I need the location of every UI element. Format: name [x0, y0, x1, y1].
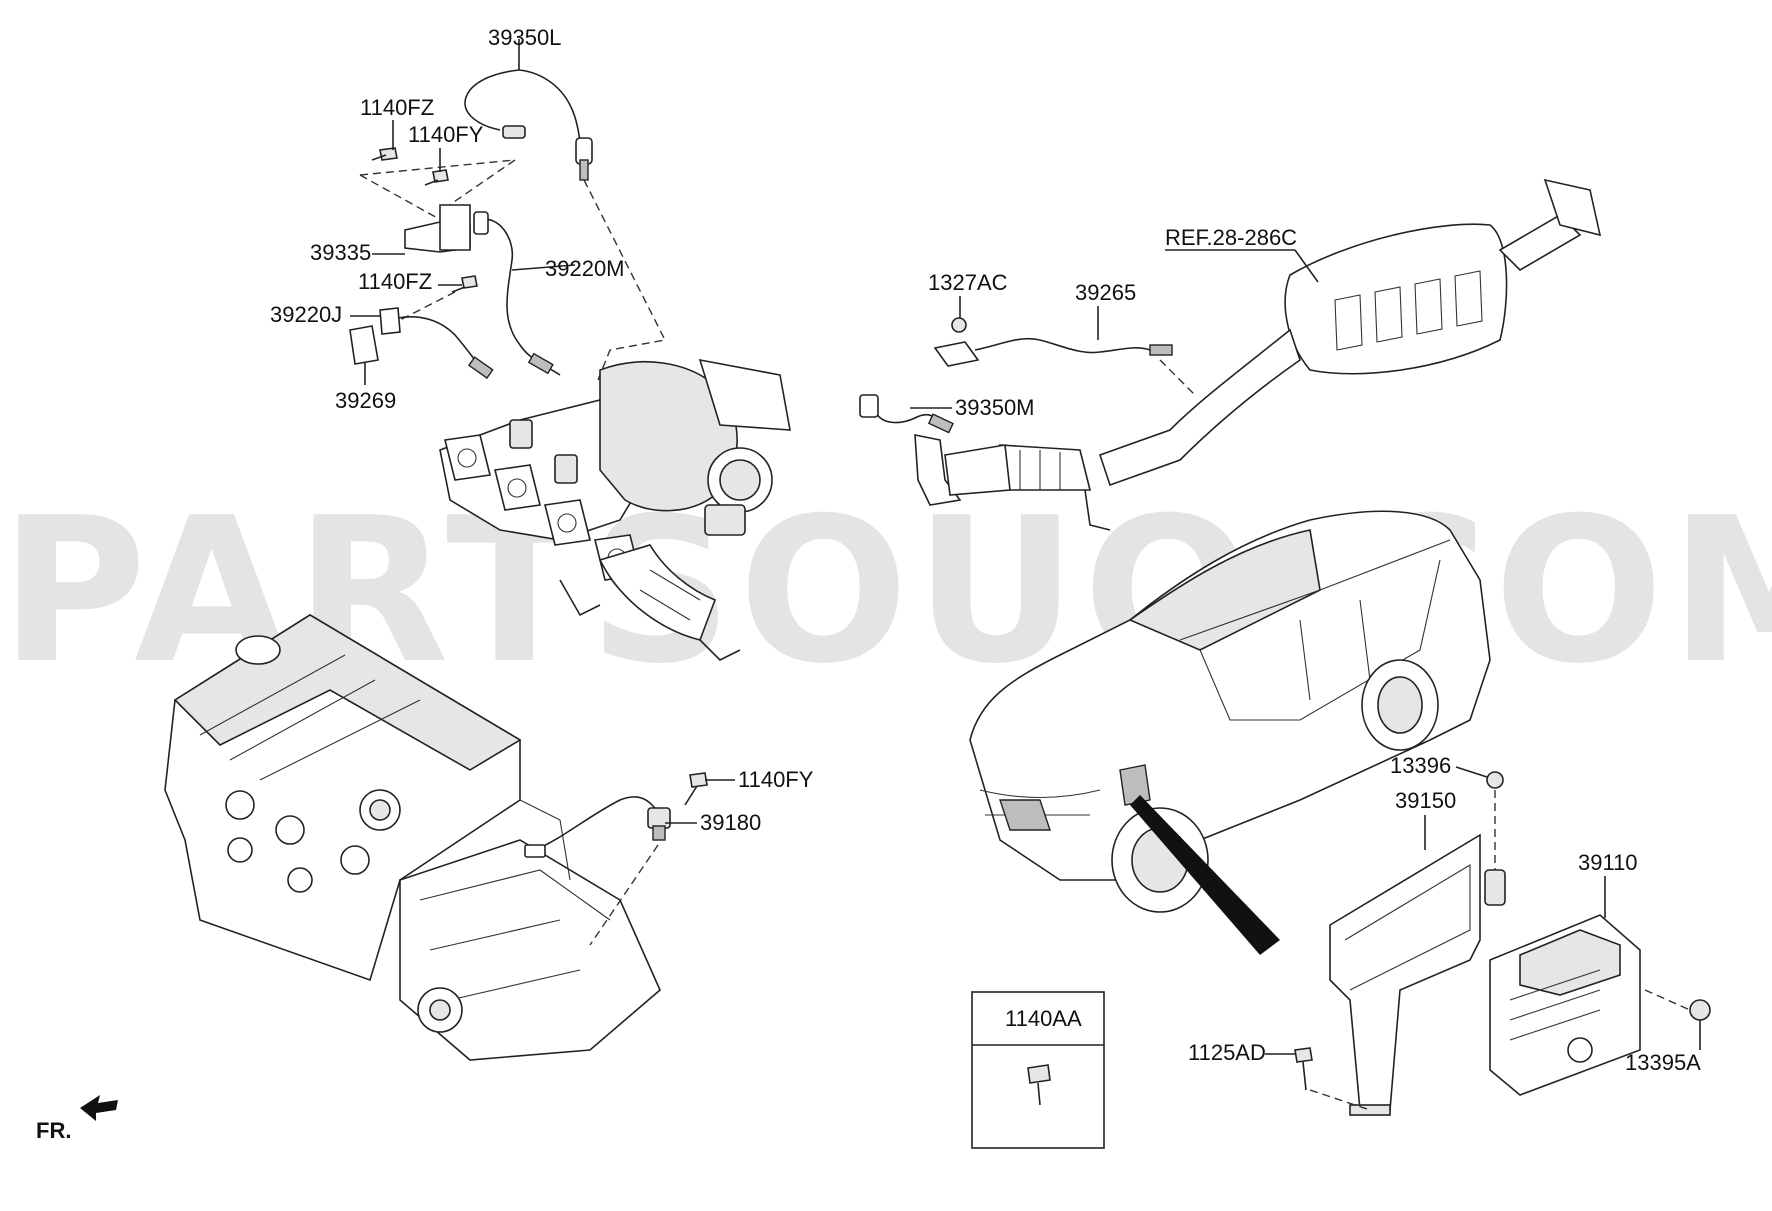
engine-block [164, 614, 661, 1061]
callout-39110: 39110 [1578, 850, 1638, 875]
car-illustration [969, 510, 1491, 955]
callout-1140FY-top: 1140FY [408, 122, 484, 147]
callout-39150: 39150 [1395, 788, 1456, 813]
turbocharger-manifold [439, 358, 791, 661]
callout-13396: 13396 [1390, 753, 1451, 778]
callout-1140FY-low: 1140FY [738, 767, 814, 792]
direction-label: FR. [36, 1118, 71, 1143]
legend-part-number: 1140AA [1005, 1006, 1082, 1031]
callout-REF: REF.28-286C [1165, 225, 1297, 250]
callout-1140FZ-top: 1140FZ [360, 95, 434, 120]
sensor-39180 [524, 772, 708, 946]
sensor-39265 [933, 317, 1196, 396]
bolt-icon [451, 275, 478, 293]
callout-39269: 39269 [335, 388, 396, 413]
bolt-icon [424, 169, 449, 186]
legend-box: 1140AA [971, 991, 1105, 1149]
callout-13395A: 13395A [1625, 1050, 1701, 1075]
ecu-bracket [1329, 833, 1481, 1116]
bolt-icon [684, 772, 708, 806]
front-direction-indicator: FR. [36, 1095, 118, 1143]
callout-39350L: 39350L [488, 25, 561, 50]
callout-39220M: 39220M [545, 256, 625, 281]
bolt-icon [1027, 1064, 1051, 1106]
bolt-icon [371, 147, 398, 161]
callout-39335: 39335 [310, 240, 371, 265]
callout-39180: 39180 [700, 810, 761, 835]
callout-1140FZ-mid: 1140FZ [358, 269, 432, 294]
sensor-39350M [859, 394, 954, 434]
callouts: 39350L 1140FZ 1140FY 39335 39220M 1140FZ… [270, 25, 1701, 1075]
bolt-icon [1294, 1047, 1313, 1091]
callout-1327AC: 1327AC [928, 270, 1008, 295]
callout-1125AD: 1125AD [1188, 1040, 1266, 1065]
callout-39265: 39265 [1075, 280, 1136, 305]
callout-39220J: 39220J [270, 302, 342, 327]
ecu-module [1294, 771, 1711, 1111]
sensor-group-top-left [349, 39, 667, 381]
catalytic-converter-assembly [914, 178, 1602, 531]
arrow-icon [80, 1095, 118, 1121]
callout-39350M: 39350M [955, 395, 1035, 420]
